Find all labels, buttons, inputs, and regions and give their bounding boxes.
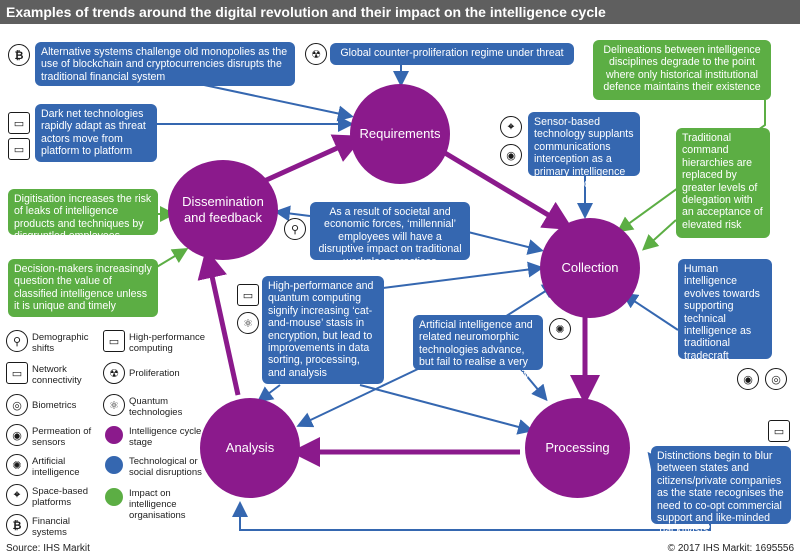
box-proliferation: Global counter-proliferation regime unde… <box>330 43 574 65</box>
arrow-ai-processing <box>519 367 548 402</box>
box-blockchain: Alternative systems challenge old monopo… <box>35 42 295 86</box>
legend-stage-swatch <box>105 426 123 444</box>
radiation-icon: ☢ <box>305 43 327 65</box>
stage-dissemination: Dissemination and feedback <box>168 160 278 260</box>
legend-quantum: Quantum technologies <box>129 396 183 418</box>
legend-demographic: Demographic shifts <box>32 332 89 354</box>
arrow-humint-collection <box>621 292 679 331</box>
legend-biometrics-icon: ◎ <box>6 394 28 416</box>
arrow-command-collection <box>642 219 677 251</box>
legend-hpc: High-performance computing <box>129 332 206 354</box>
copyright-note: © 2017 IHS Markit: 1695556 <box>667 543 794 554</box>
legend-tech: Technological or social disruptions <box>129 456 202 478</box>
brain-icon: ✺ <box>549 318 571 340</box>
legend-sensors-icon: ◉ <box>6 424 28 446</box>
box-decision: Decision-makers increasingly question th… <box>8 259 158 317</box>
stage-analysis: Analysis <box>200 398 300 498</box>
legend-network: Network connectivity <box>32 364 82 386</box>
stage-collection: Collection <box>540 218 640 318</box>
stage-requirements: Requirements <box>350 84 450 184</box>
arrow-requirements-collection <box>438 147 574 231</box>
arrow-dissemination-requirements <box>260 134 365 185</box>
box-millennial: As a result of societal and economic for… <box>310 202 470 268</box>
fingerprint-icon: ◎ <box>765 368 787 390</box>
satellite-icon: ⌖ <box>500 116 522 138</box>
network-icon-2: ▭ <box>768 420 790 442</box>
legend-financial: Financial systems <box>32 516 71 538</box>
source-note: Source: IHS Markit <box>6 543 90 554</box>
legend-proliferation: Proliferation <box>129 368 180 379</box>
arrow-hpc-analysis <box>256 384 281 403</box>
stage-processing: Processing <box>525 398 630 498</box>
legend-biometrics: Biometrics <box>32 400 77 411</box>
legend-space-icon: ⌖ <box>6 484 28 506</box>
arrow-hpc-processing <box>359 384 534 435</box>
legend-stage: Intelligence cycle stage <box>129 426 202 448</box>
legend-ai: Artificial intelligence <box>32 456 80 478</box>
legend-quantum-icon: ⚛ <box>103 394 125 416</box>
legend-hpc-icon: ▭ <box>103 330 125 352</box>
bitcoin-icon: ₿ <box>8 44 30 66</box>
arrow-decision-dissemination <box>154 247 189 269</box>
arrow-millennial-collection <box>467 231 544 255</box>
computer-icon: ▭ <box>237 284 259 306</box>
arrow-delineations-collection <box>616 100 766 233</box>
legend-proliferation-icon: ☢ <box>103 362 125 384</box>
box-humint: Human intelligence evolves towards suppo… <box>678 259 772 424</box>
legend-tech-swatch <box>105 456 123 474</box>
people-icon: ⚲ <box>284 218 306 240</box>
sensor-icon: ◉ <box>737 368 759 390</box>
arrow-blockchain-requirements <box>189 81 354 122</box>
signal-icon: ◉ <box>500 144 522 166</box>
laptop-icon: ▭ <box>8 112 30 134</box>
box-command: Traditional command hierarchies are repl… <box>676 128 770 238</box>
legend-demographic-icon: ⚲ <box>6 330 28 352</box>
box-ai: Artificial intelligence and related neur… <box>413 315 543 393</box>
legend-network-icon: ▭ <box>6 362 28 384</box>
box-hpc: High-performance and quantum computing s… <box>262 276 384 384</box>
page-title: Examples of trends around the digital re… <box>0 0 800 24</box>
arrow-hpc-collection <box>382 261 544 289</box>
box-digitisation: Digitisation increases the risk of leaks… <box>8 189 158 242</box>
arrow-distinctions-analysis <box>232 501 711 531</box>
legend-impact-swatch <box>105 488 123 506</box>
legend-impact: Impact on intelligence organisations <box>129 488 186 521</box>
box-distinctions: Distinctions begin to blur between state… <box>651 446 791 536</box>
arrow-millennial-dissemination <box>274 205 311 222</box>
legend-financial-icon: ₿ <box>6 514 28 536</box>
box-darknet: Dark net technologies rapidly adapt as t… <box>35 104 157 162</box>
atom-icon: ⚛ <box>237 312 259 334</box>
legend-space: Space-based platforms <box>32 486 88 508</box>
box-delineations: Delineations between intelligence discip… <box>593 40 771 100</box>
arrow-ai-analysis <box>296 367 421 428</box>
legend-ai-icon: ✺ <box>6 454 28 476</box>
legend-sensors: Permeation of sensors <box>32 426 92 448</box>
arrow-analysis-dissemination <box>197 248 241 396</box>
network-icon: ▭ <box>8 138 30 160</box>
box-sensor: Sensor-based technology supplants commun… <box>528 112 640 190</box>
